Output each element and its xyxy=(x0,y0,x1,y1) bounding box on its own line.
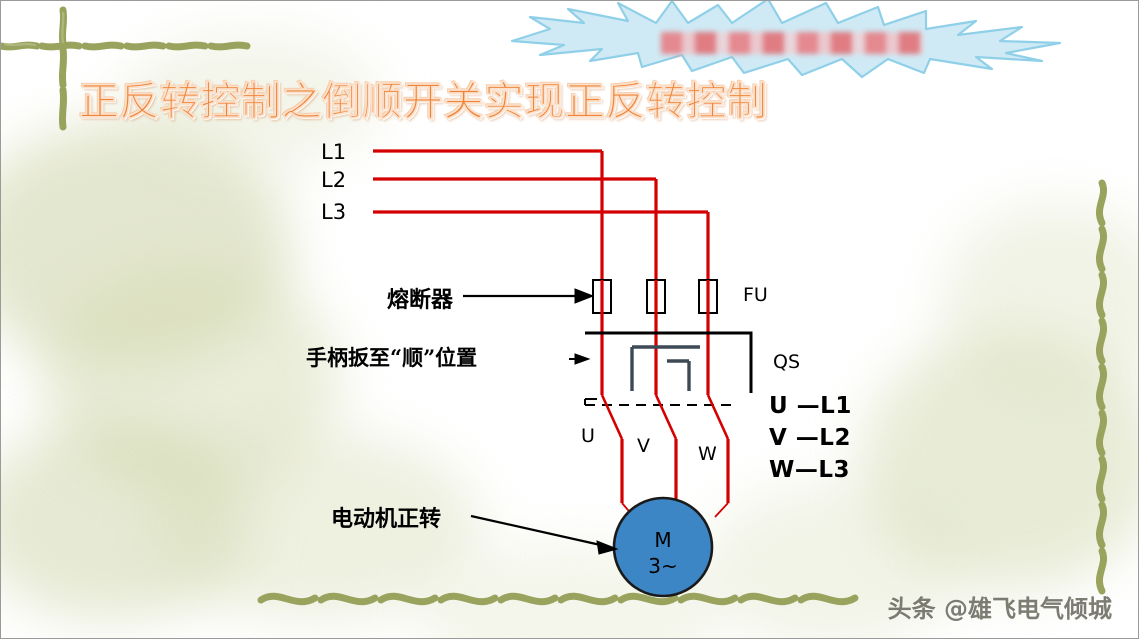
switch-linkage xyxy=(584,398,734,406)
fuse-L2 xyxy=(646,279,666,314)
contact-U xyxy=(600,394,624,440)
label-terminal-V: V xyxy=(637,435,650,457)
phase-drops xyxy=(600,151,710,283)
fuse-group xyxy=(592,279,718,314)
branch-decor-right xyxy=(1095,179,1107,595)
supply-lines xyxy=(373,149,708,214)
label-phase-L2: L2 xyxy=(321,168,347,192)
branch-decor-bottom xyxy=(257,592,859,606)
fuse-L1 xyxy=(592,279,612,314)
label-component-FU: FU xyxy=(743,284,768,306)
annotation-motor: 电动机正转 xyxy=(331,506,442,532)
fuse-to-switch xyxy=(600,313,710,395)
fuse-conductors xyxy=(600,280,710,313)
contact-V xyxy=(654,394,678,440)
label-mapping-W: W—L3 xyxy=(769,457,851,483)
label-component-QS: QS xyxy=(773,351,801,373)
label-mapping-V: V —L2 xyxy=(769,425,851,451)
label-phase-L3: L3 xyxy=(321,200,347,224)
label-terminal-U: U xyxy=(581,425,595,447)
annotation-fuse: 熔断器 xyxy=(387,287,454,313)
switch-enclosure xyxy=(585,331,753,393)
label-phase-L1: L1 xyxy=(321,140,347,164)
arrow-handle xyxy=(569,353,591,365)
motor-label-line2: 3~ xyxy=(648,554,677,578)
fuse-L3 xyxy=(698,279,718,314)
page-title: 正反转控制之倒顺开关实现正反转控制 xyxy=(79,79,768,126)
annotation-handle: 手柄扳至“顺”位置 xyxy=(306,345,478,370)
label-terminal-W: W xyxy=(698,443,717,465)
moving-contacts xyxy=(600,394,730,440)
label-mapping-U: U —L1 xyxy=(769,393,852,419)
motor-leads xyxy=(621,502,729,518)
annotation-arrows xyxy=(463,288,619,555)
switch-inner-contacts xyxy=(630,345,700,391)
arrow-fuse xyxy=(463,288,595,304)
motor-body xyxy=(612,496,714,598)
arrow-motor xyxy=(470,514,619,555)
censored-banner-text xyxy=(661,32,923,54)
motor-label-line1: M xyxy=(654,528,671,552)
contact-W xyxy=(706,394,730,440)
watermark: 头条 @雄飞电气倾城 xyxy=(887,595,1112,623)
